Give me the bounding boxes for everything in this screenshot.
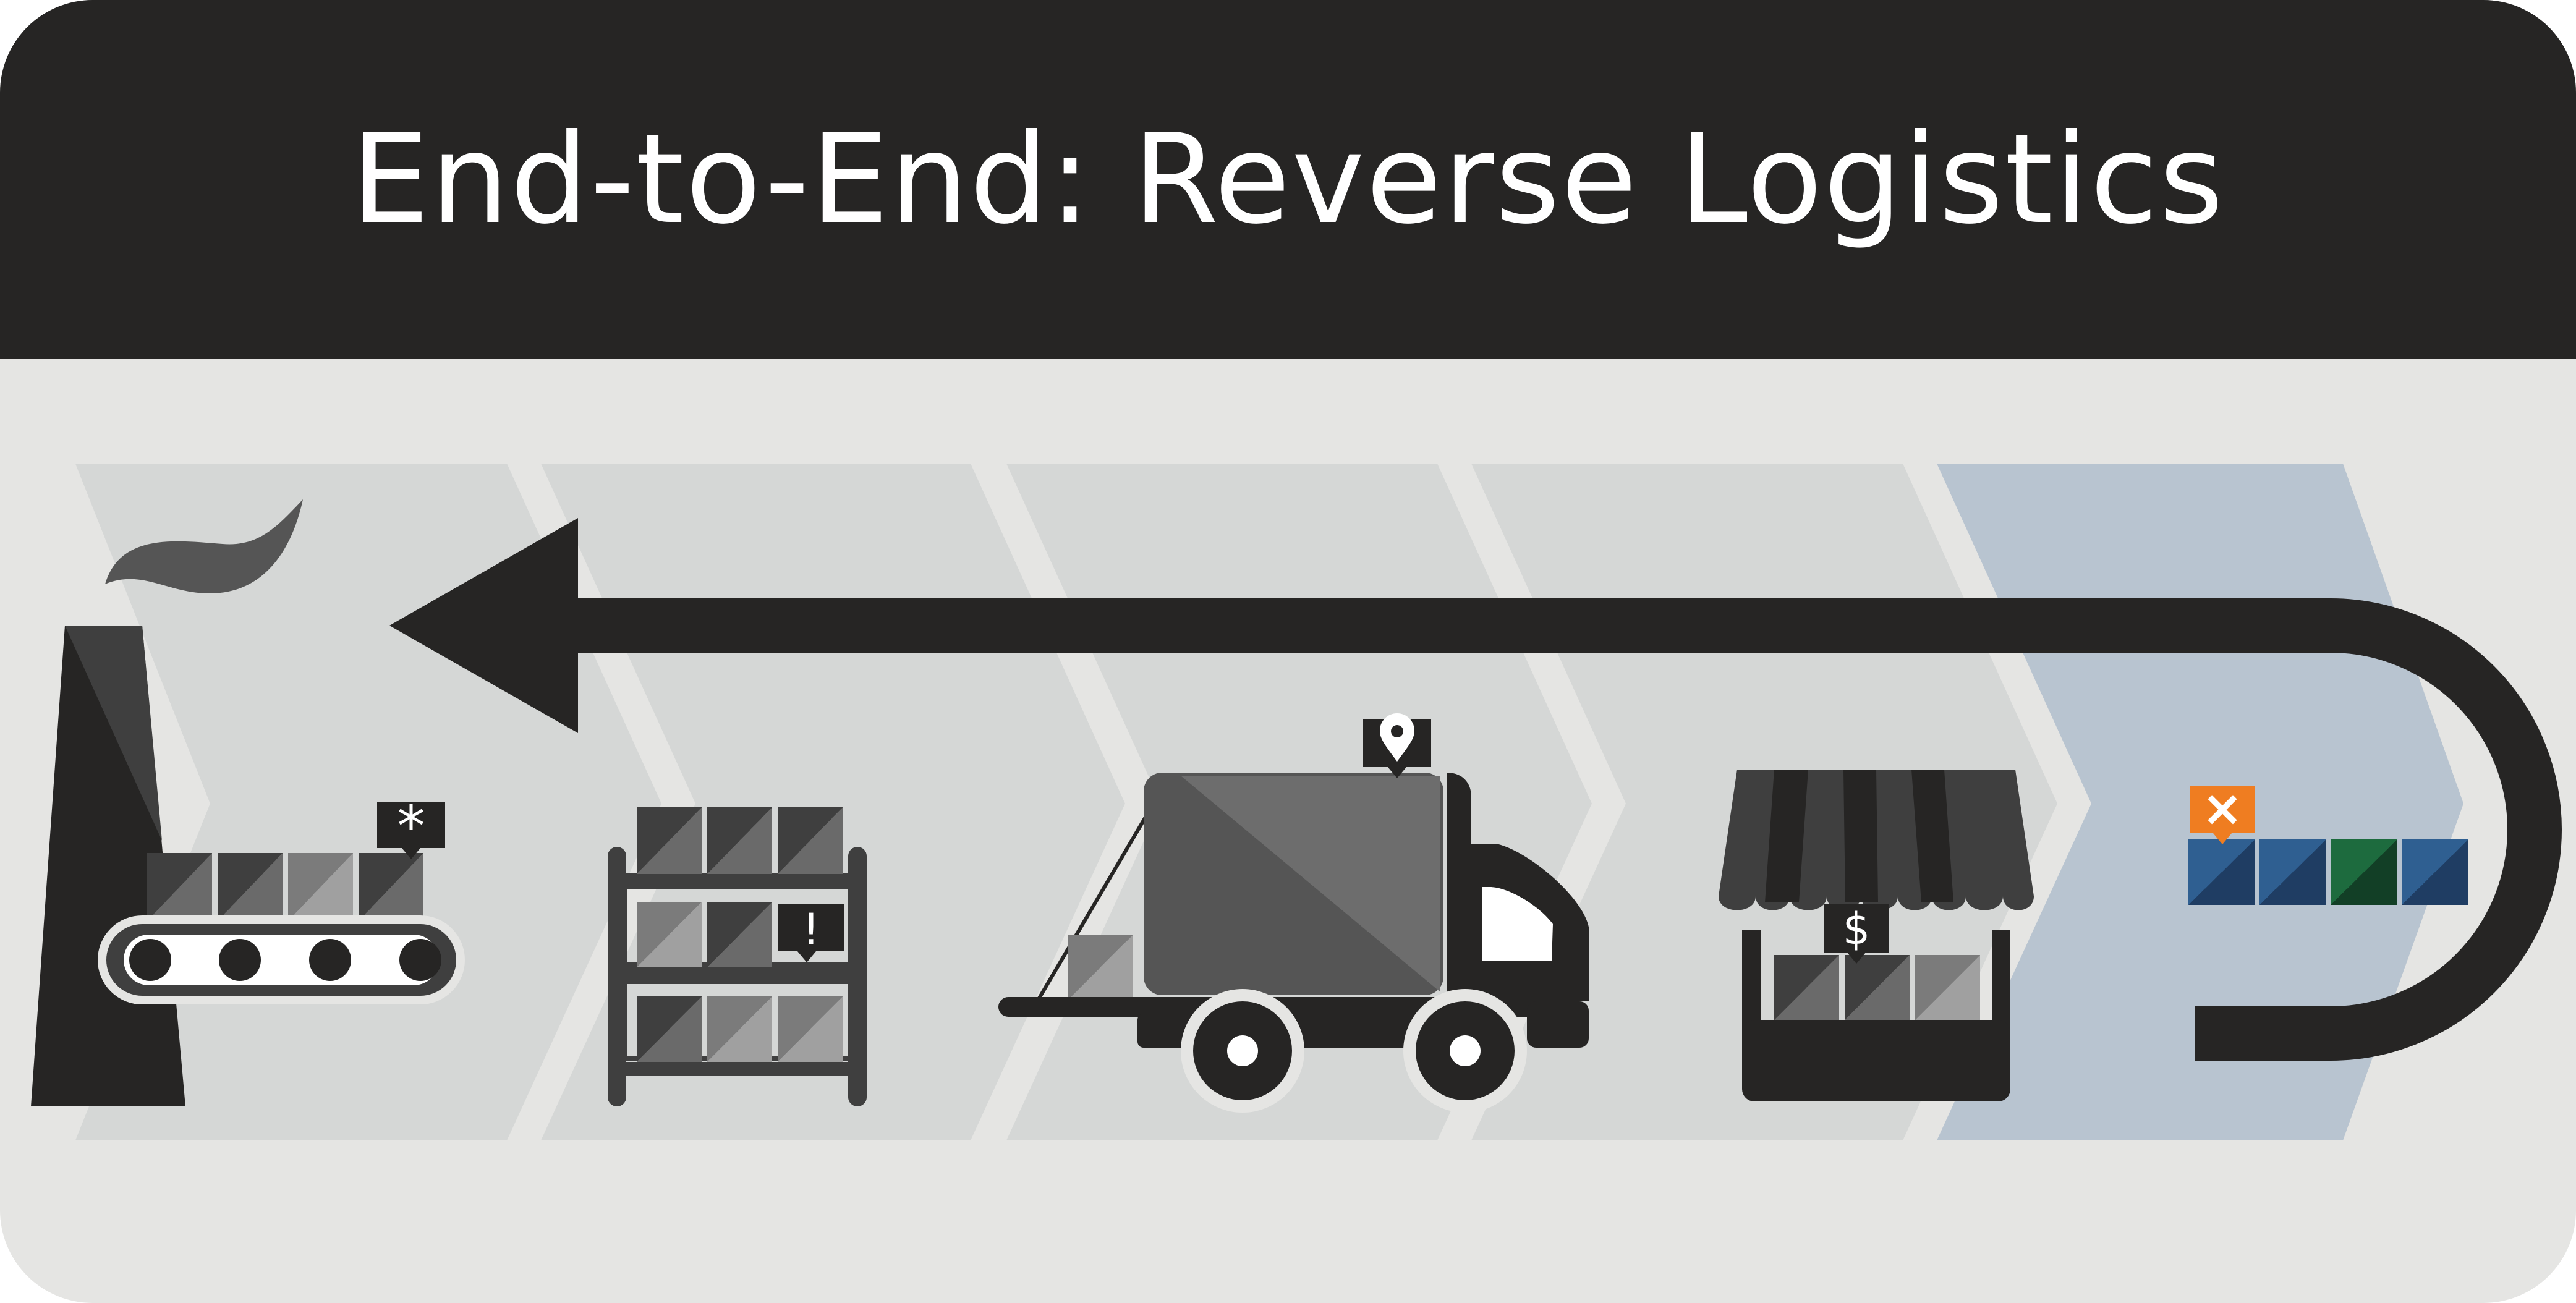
warehouse-badge-bg bbox=[778, 904, 844, 951]
conveyor-roller bbox=[309, 939, 351, 981]
awning-stripe bbox=[1765, 770, 1808, 902]
truck-hubcap bbox=[1450, 1035, 1481, 1066]
awning-stripe bbox=[1843, 770, 1878, 902]
truck-hubcap bbox=[1227, 1035, 1258, 1066]
page-title: End-to-End: Reverse Logistics bbox=[351, 107, 2225, 252]
delivery-truck-icon bbox=[998, 713, 1589, 1113]
truck-cargo-highlight bbox=[1181, 776, 1440, 992]
location-badge-tail bbox=[1388, 767, 1406, 778]
conveyor-roller bbox=[219, 939, 261, 981]
shelf-board bbox=[617, 1062, 858, 1076]
conveyor-box bbox=[147, 853, 212, 921]
conveyor-box bbox=[359, 853, 423, 921]
shelf-box bbox=[778, 996, 843, 1062]
warehouse-badge-tail bbox=[797, 951, 816, 962]
product-box-blue bbox=[2188, 839, 2255, 905]
conveyor-roller bbox=[129, 939, 171, 981]
warehouse-badge: ! bbox=[802, 904, 820, 955]
retail-badge-bg bbox=[1824, 904, 1889, 953]
awning-stripe bbox=[1911, 770, 1953, 902]
shelf-board bbox=[617, 967, 858, 981]
shelf-box bbox=[637, 902, 702, 967]
factory-badge: * bbox=[397, 794, 425, 859]
shelf-box bbox=[707, 996, 772, 1062]
product-box-blue bbox=[2402, 839, 2468, 905]
shelf-box bbox=[707, 807, 772, 874]
shelf-box bbox=[637, 996, 702, 1062]
return-arrow bbox=[389, 518, 2562, 1061]
factory-icon: * bbox=[31, 499, 465, 1106]
smoke-icon bbox=[105, 499, 303, 593]
factory-badge-bg bbox=[377, 802, 445, 848]
arrow-head-icon bbox=[389, 518, 578, 733]
conveyor-inner bbox=[124, 935, 439, 985]
store-box bbox=[1915, 955, 1980, 1020]
warehouse-shelf-icon: ! bbox=[608, 807, 867, 1106]
ramp-line bbox=[1034, 809, 1152, 1006]
return-badge-tail bbox=[2213, 833, 2232, 844]
return-badge-bg bbox=[2190, 786, 2255, 833]
truck-window bbox=[1482, 887, 1553, 961]
product-box-green bbox=[2331, 839, 2397, 905]
store-box bbox=[1774, 955, 1839, 1020]
chimney-shade bbox=[65, 626, 162, 841]
shelf-box bbox=[707, 902, 772, 967]
shelf-box bbox=[637, 807, 702, 874]
shelf-box bbox=[778, 807, 843, 874]
store-box bbox=[1845, 955, 1910, 1020]
retail-badge: $ bbox=[1843, 904, 1871, 954]
shelf-board bbox=[617, 873, 858, 886]
conveyor-roller bbox=[399, 939, 441, 981]
return-badge: × bbox=[2201, 779, 2243, 837]
return-arrow-path bbox=[578, 598, 2562, 1061]
store-counter bbox=[1742, 1020, 2010, 1101]
factory-badge-tail bbox=[402, 848, 420, 859]
product-box-blue bbox=[2259, 839, 2326, 905]
ramp-box bbox=[1068, 935, 1133, 1000]
storefront-icon: $ bbox=[1719, 770, 2034, 1101]
conveyor-box bbox=[218, 853, 283, 921]
truck-bumper bbox=[1527, 1001, 1589, 1048]
retail-badge-tail bbox=[1847, 953, 1866, 964]
product-row-icon: × bbox=[2188, 779, 2468, 905]
conveyor-box bbox=[288, 853, 353, 921]
header-bar: End-to-End: Reverse Logistics bbox=[0, 0, 2576, 359]
location-pin-hole bbox=[1391, 725, 1403, 737]
